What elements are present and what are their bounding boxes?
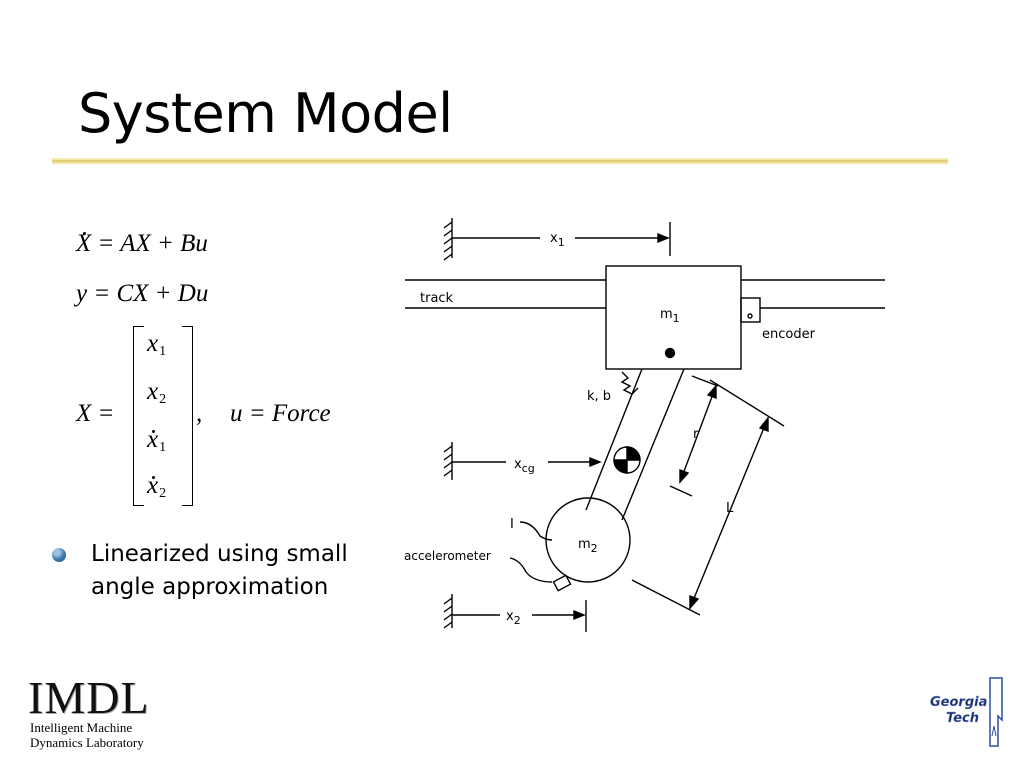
state-rhs: = AX + Bu [97,230,208,257]
rod-right-edge [621,368,685,521]
vector-lhs: X = [76,400,115,427]
spring-damper [620,371,639,395]
accelerometer-leader [509,557,553,583]
gatech-line-1: Georgia [930,695,987,710]
label-x2: x2 [506,609,521,627]
label-r: r [693,427,699,442]
label-encoder: encoder [762,327,816,342]
encoder-box [740,297,761,323]
label-kb: k, b [587,389,611,404]
center-of-gravity-icon [613,446,641,474]
vector-entry-4: x2 [147,472,167,501]
vector-entry-3: x1 [147,426,167,455]
gatech-line-2: Tech [946,711,979,726]
ground-hatch-middle [443,442,453,480]
r-tick-top [691,375,719,387]
slide-title: System Model [78,82,453,145]
x1-arrowhead [657,232,670,244]
label-L: L [726,501,734,516]
L-arrowhead-top [758,416,769,433]
r-arrowhead-top [706,384,717,400]
label-x1: x1 [550,231,565,249]
control-definition: u = Force [230,400,331,427]
state-vector-matrix: x1 x2 x1 x2 [133,326,193,506]
output-equation: y = CX + Du [76,280,209,307]
state-equation: X = AX + Bu [76,230,208,258]
bullet-text: Linearized using small angle approximati… [91,541,348,600]
r-dimension-line [679,385,717,483]
bullet-icon [52,548,66,562]
r-tick-bottom [669,485,693,497]
gatech-tower-icon [989,677,1003,747]
ground-hatch-bottom [443,594,453,629]
encoder-dot [747,313,753,319]
label-inertia: I [510,517,514,532]
label-xcg: xcg [514,457,535,475]
cart-pivot [664,347,676,359]
inertia-leader [519,521,553,541]
x2-arrowhead [573,609,586,621]
ground-hatch-top [443,218,453,261]
label-m2: m2 [578,537,598,555]
right-bracket [182,326,193,506]
label-track: track [420,291,454,306]
imdl-logo-mark: IMDL [28,672,150,723]
imdl-logo-line-1: Intelligent Machine [30,720,133,735]
label-m1: m1 [660,307,680,325]
accelerometer-box [552,574,572,592]
mass-m2 [545,497,631,583]
georgia-tech-logo: Georgia Tech [930,677,1003,747]
imdl-logo-line-2: Dynamics Laboratory [30,735,144,750]
title-underline [52,158,948,164]
left-bracket [133,326,144,506]
label-accelerometer: accelerometer [404,549,491,563]
L-arrowhead-bottom [689,594,700,610]
vector-entry-1: x1 [147,330,167,359]
state-lhs: X [76,230,92,257]
L-tick-bottom [631,579,701,616]
L-dimension-line [689,417,769,609]
L-tick-top [709,379,785,427]
pendulum-cart-diagram: x1 track m1 encoder k, b r xcg L I m2 ac… [404,218,885,632]
vector-entry-2: x2 [147,378,167,407]
xcg-arrowhead [589,456,602,468]
r-arrowhead-bottom [679,468,690,484]
vector-comma: , [196,400,203,427]
imdl-logo: IMDL Intelligent Machine Dynamics Labora… [28,672,150,751]
